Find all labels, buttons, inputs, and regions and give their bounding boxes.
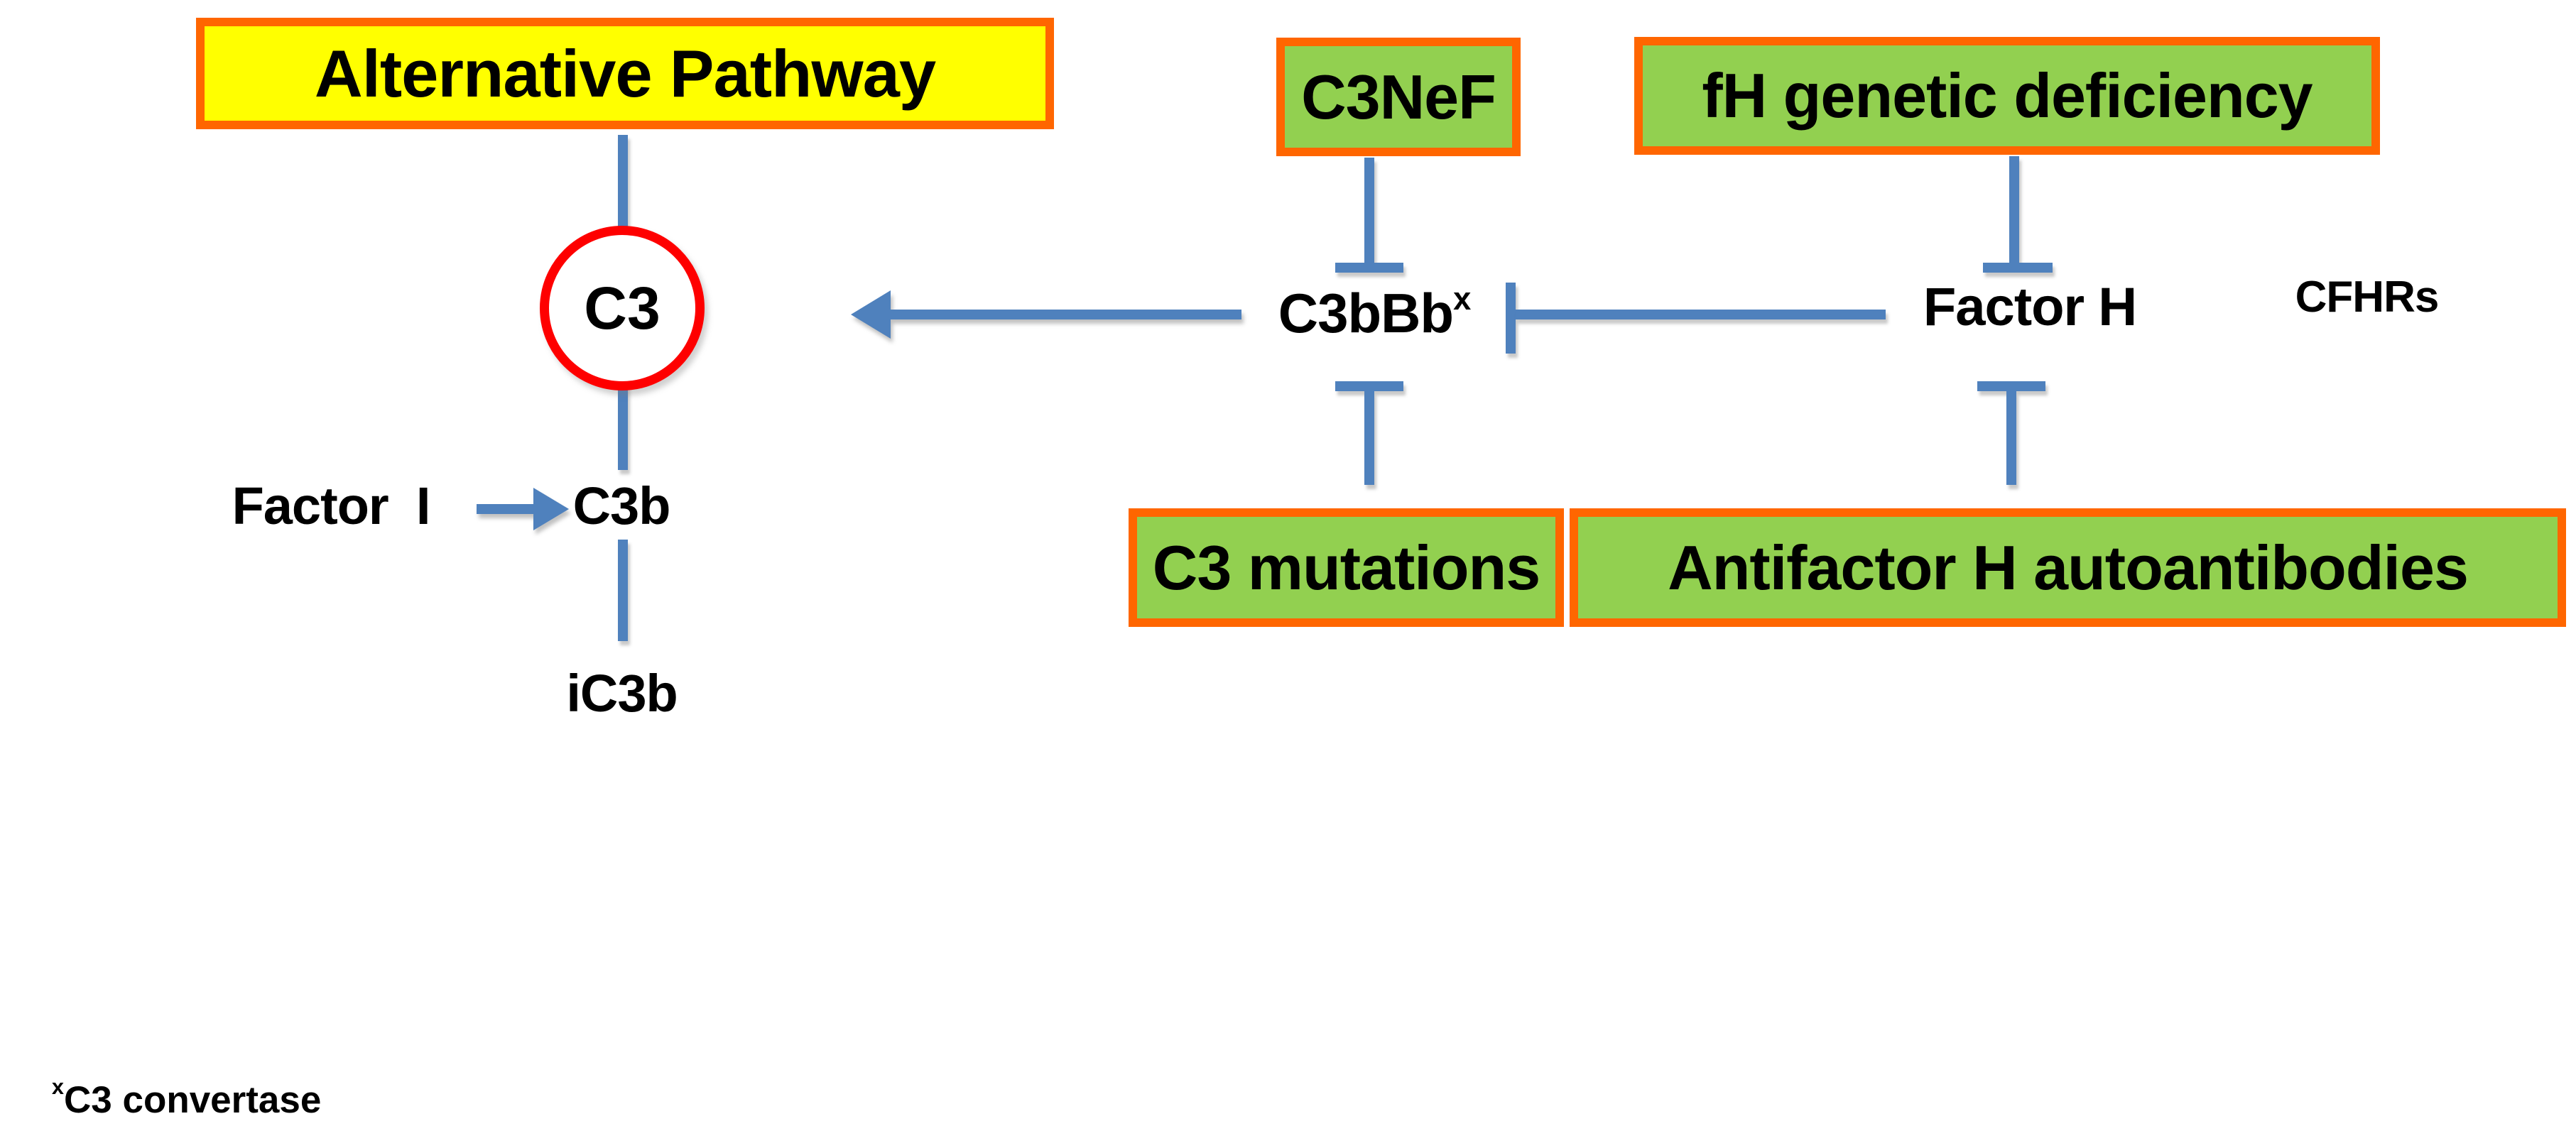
inhibitor-bar-c3-mutations [1335, 381, 1403, 391]
inhibitor-stem-fh-deficiency [2009, 156, 2019, 263]
inhibitor-stem-c3-mutations [1364, 391, 1374, 485]
footnote-superscript: x [51, 1073, 64, 1099]
inhibitor-line-factor-h [1516, 310, 1886, 319]
c3-circle: C3 [540, 226, 705, 390]
inhibitor-bar-antifactor-h [1977, 381, 2045, 391]
footnote-p-pathway: P = pathway [43, 1100, 303, 1148]
inhibitor-bar-fh-deficiency [1983, 263, 2053, 273]
c3b-label: C3b [572, 476, 671, 535]
factor-h-label: Factor H [1923, 276, 2137, 337]
inhibitor-bar-factor-h [1506, 283, 1516, 354]
antifactor-h-autoantibodies-label: Antifactor H autoantibodies [1668, 532, 2469, 603]
arrowhead-left-icon [851, 290, 891, 339]
arrowhead-right-icon [533, 488, 569, 530]
inhibitor-stem-antifactor-h [2006, 391, 2016, 485]
line-c3-to-c3b [618, 385, 628, 470]
factor-i-label: Factor I [232, 476, 431, 535]
alternative-pathway-label: Alternative Pathway [314, 35, 936, 111]
c3-label: C3 [584, 274, 661, 341]
inhibitor-bar-c3nef [1335, 263, 1403, 273]
c3nef-label: C3NeF [1301, 61, 1496, 132]
cfhrs-label: CFHRs [2295, 272, 2440, 322]
ic3b-label: iC3b [566, 663, 678, 723]
box-c3-mutations: C3 mutations [1129, 508, 1564, 627]
box-antifactor-h-autoantibodies: Antifactor H autoantibodies [1570, 508, 2566, 627]
fh-genetic-deficiency-label: fH genetic deficiency [1702, 60, 2313, 131]
inhibitor-stem-c3nef [1364, 158, 1374, 263]
arrow-c3bbb-to-c3 [851, 290, 1243, 339]
c3-mutations-label: C3 mutations [1152, 532, 1540, 603]
box-c3nef: C3NeF [1276, 38, 1521, 156]
footnote-c3-convertase: xC3 convertase [51, 1073, 322, 1121]
box-fh-genetic-deficiency: fH genetic deficiency [1634, 37, 2380, 155]
arrow-factor-i-to-c3b [477, 488, 570, 530]
box-alternative-pathway: Alternative Pathway [196, 18, 1054, 129]
line-c3b-to-ic3b [618, 540, 628, 641]
line-alternative-pathway-to-c3 [618, 135, 628, 229]
